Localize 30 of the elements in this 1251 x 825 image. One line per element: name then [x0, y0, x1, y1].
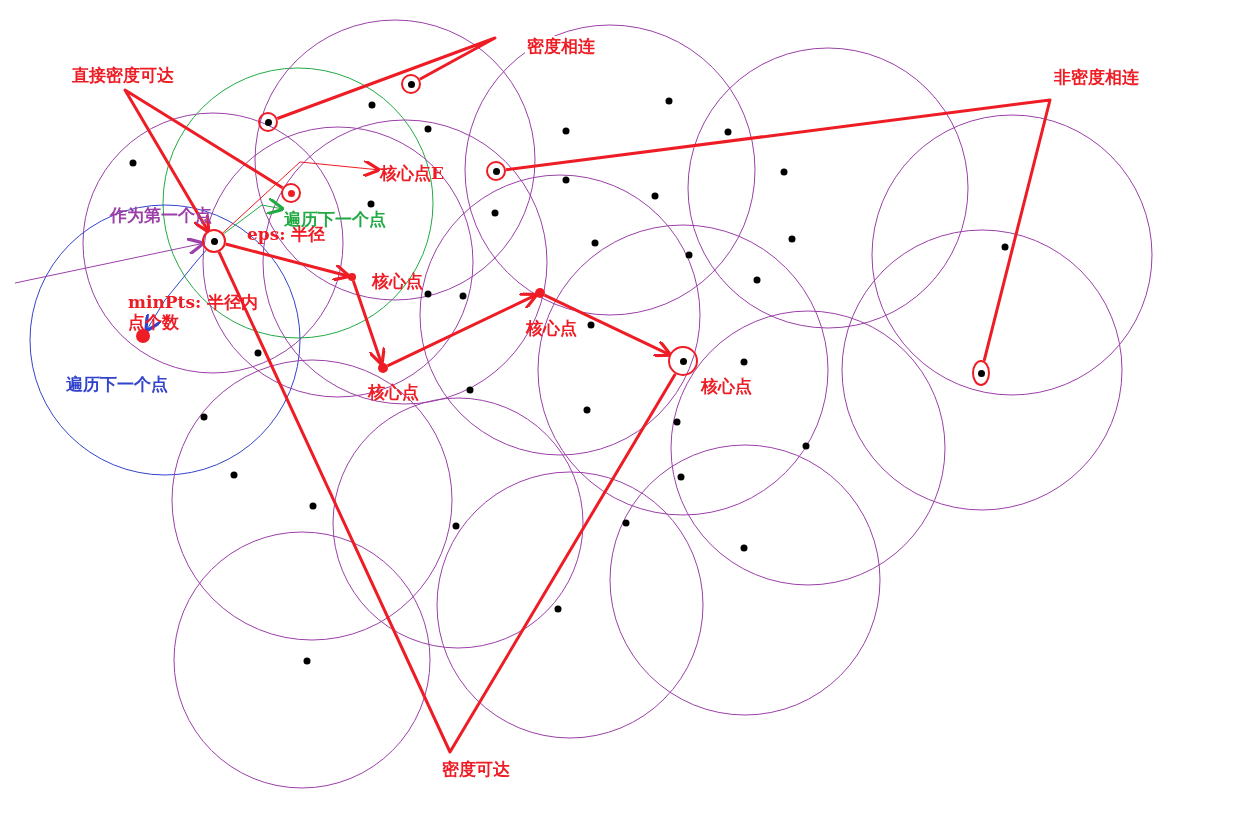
annotation-text: 核心点 [368, 382, 419, 403]
arrow [543, 293, 673, 358]
annotation-text: 遍历下一个点 [66, 374, 168, 395]
arrow [222, 158, 382, 234]
circled-point [258, 112, 278, 132]
marker-dot [136, 329, 150, 343]
arrow [144, 249, 207, 333]
connector-line [505, 98, 1052, 362]
edge-label: 密度可达 [440, 759, 512, 780]
core-point [535, 288, 545, 298]
annotation-text: 核心点 [372, 271, 423, 292]
arrow [225, 242, 352, 282]
edge-label: 非密度相连 [1052, 67, 1141, 88]
circled-point [668, 346, 698, 376]
core-point [378, 363, 388, 373]
circled-point [202, 229, 226, 253]
core-point [348, 273, 356, 281]
circled-point [401, 74, 421, 94]
circled-point [281, 183, 301, 203]
circled-point [486, 161, 506, 181]
connector-line [217, 251, 677, 754]
arrow [351, 280, 386, 367]
arrow [386, 292, 539, 368]
edge-label: 直接密度可达 [70, 65, 176, 86]
edge-label: 密度相连 [525, 36, 597, 57]
arrow [123, 88, 284, 234]
annotation-text: 核心点 [526, 318, 577, 339]
connector-line [276, 36, 497, 120]
annotation-text: 核心点 [701, 376, 752, 397]
circled-point [972, 360, 990, 386]
